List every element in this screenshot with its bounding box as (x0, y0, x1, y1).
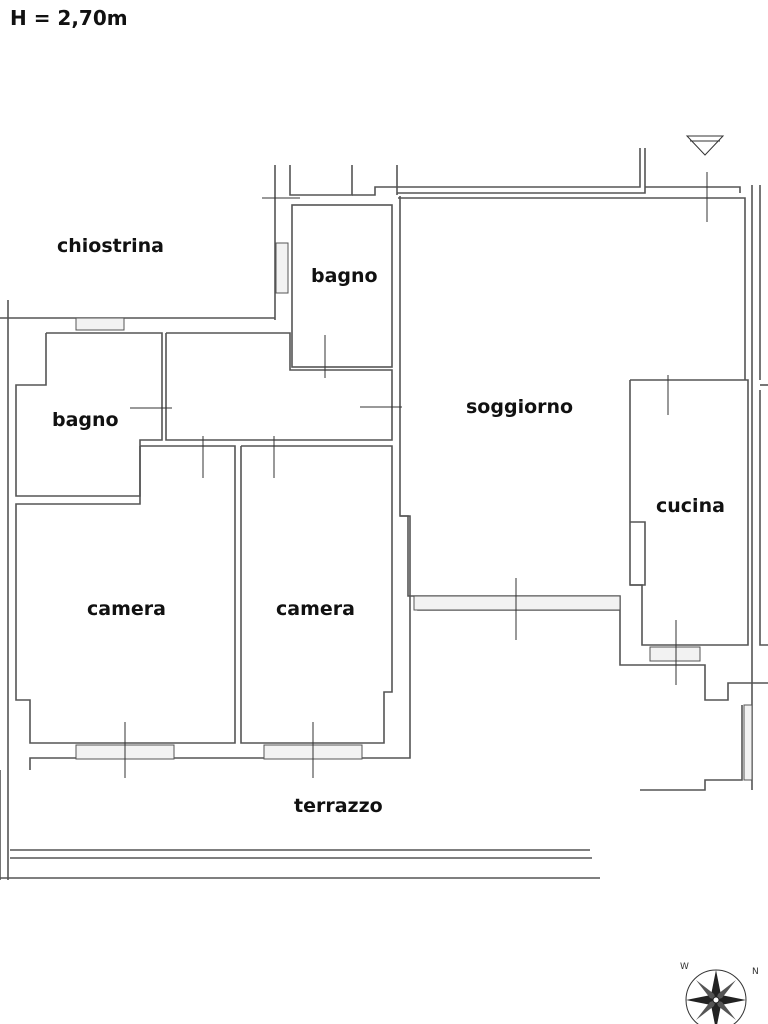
room-label-cucina: cucina (656, 495, 725, 517)
windows (75, 242, 753, 781)
room-label-camera-left: camera (87, 598, 166, 620)
ceiling-height-label: H = 2,70m (10, 6, 128, 30)
compass-north-label: N (752, 967, 759, 977)
walls (0, 148, 768, 880)
entry-marker-icon (685, 135, 725, 156)
room-label-bagno-top: bagno (311, 265, 378, 287)
room-label-soggiorno: soggiorno (466, 396, 573, 418)
compass-west-label: W (680, 962, 689, 972)
room-label-terrazzo: terrazzo (294, 795, 383, 817)
dimension-ticks (124, 172, 708, 778)
room-label-chiostrina: chiostrina (57, 235, 164, 257)
room-label-camera-right: camera (276, 598, 355, 620)
compass-rose-icon: W N (680, 962, 759, 1024)
room-label-bagno-left: bagno (52, 409, 119, 431)
